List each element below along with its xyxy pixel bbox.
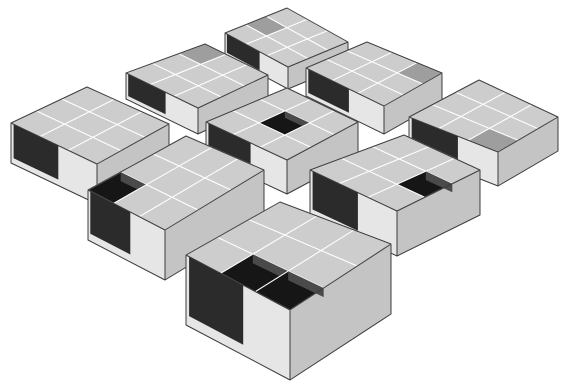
block-puzzle-diagram — [0, 0, 562, 381]
